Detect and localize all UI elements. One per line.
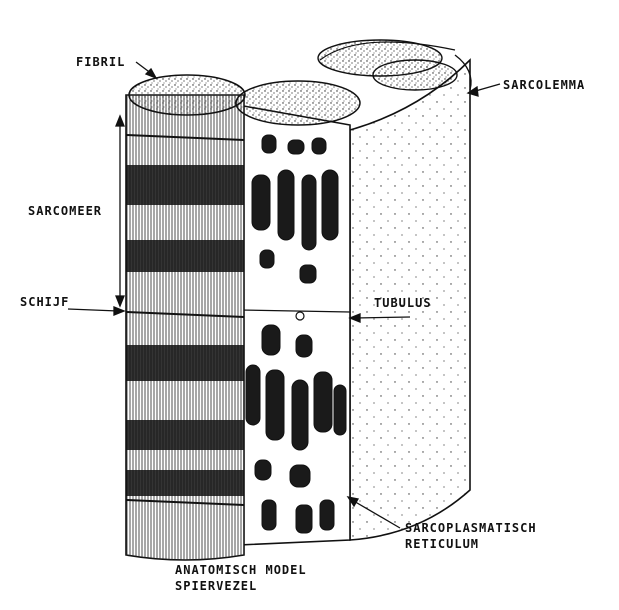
front-fibril-tops [128, 74, 361, 126]
label-fibril: FIBRIL [76, 55, 126, 69]
diagram-caption: ANATOMISCH MODEL SPIERVEZEL [175, 562, 307, 594]
reticulum-column [237, 104, 351, 546]
label-sarcoplasmatisch-reticulum: SARCOPLASMATISCH RETICULUM [405, 520, 537, 552]
sarcolemma-sheath [349, 54, 472, 541]
fibril-column [125, 94, 245, 561]
label-sarcoplasmatisch: SARCOPLASMATISCH [405, 521, 537, 535]
caption-line-1: ANATOMISCH MODEL [175, 563, 307, 577]
pointer-arrows [67, 61, 501, 529]
caption-line-2: SPIERVEZEL [175, 579, 258, 593]
back-fibril-tops [317, 39, 458, 91]
label-sarcomeer: SARCOMEER [28, 204, 103, 218]
label-schijf: SCHIJF [20, 295, 70, 309]
label-tubulus: TUBULUS [374, 296, 432, 310]
label-sarcolemma: SARCOLEMMA [503, 78, 586, 92]
label-reticulum: RETICULUM [405, 537, 480, 551]
